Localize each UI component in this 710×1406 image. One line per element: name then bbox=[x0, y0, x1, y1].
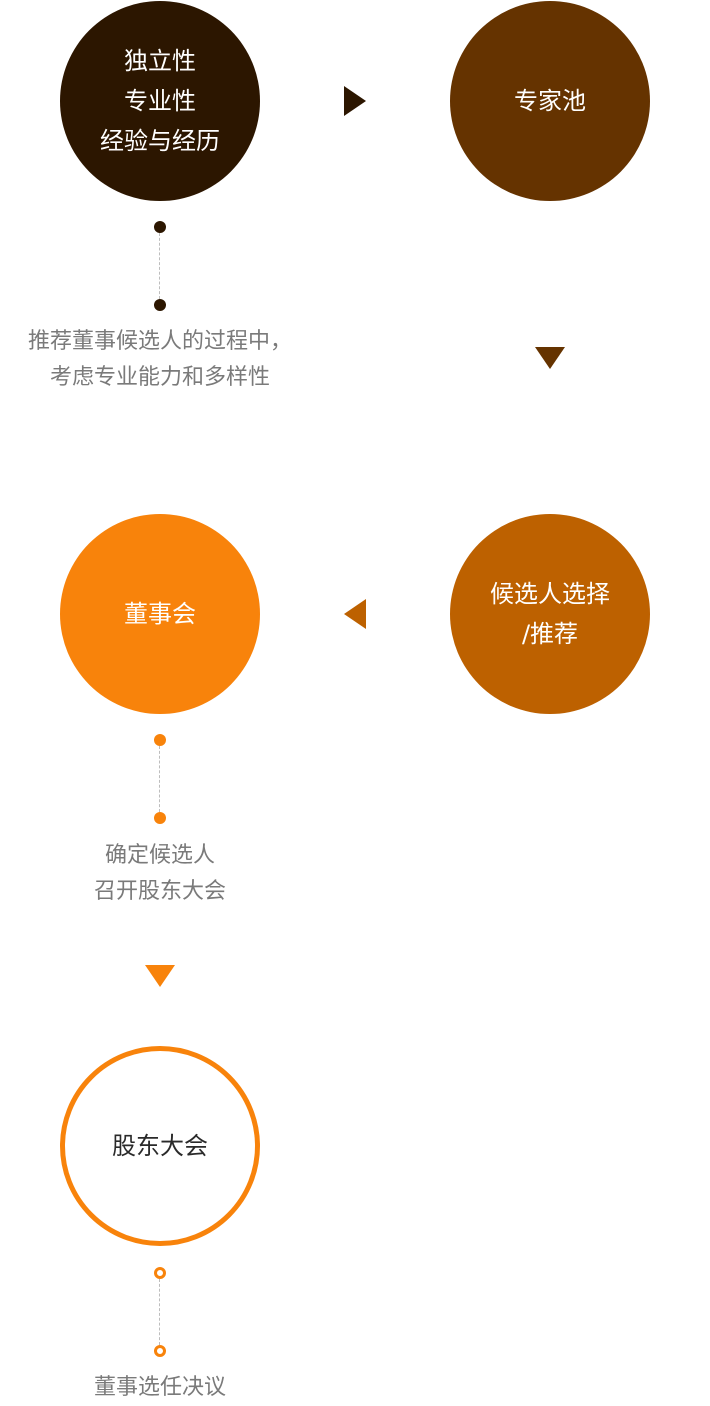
connector-dot bbox=[154, 812, 166, 824]
step-label-line: 专家池 bbox=[514, 87, 586, 115]
step-label-line: 董事会 bbox=[124, 600, 196, 628]
connector-dot bbox=[154, 299, 166, 311]
note-line: 考虑专业能力和多样性 bbox=[49, 365, 270, 390]
connector-dot bbox=[154, 734, 166, 746]
note-line: 推荐董事候选人的过程中， bbox=[27, 329, 292, 354]
connector-dot bbox=[154, 1345, 166, 1357]
note-line: 召开股东大会 bbox=[93, 879, 226, 904]
note-nomination-process: 推荐董事候选人的过程中， 考虑专业能力和多样性 bbox=[0, 324, 320, 396]
step-circle-board: 董事会 bbox=[60, 514, 260, 714]
step-circle-expert-pool: 专家池 bbox=[450, 1, 650, 201]
step-label-line: 股东大会 bbox=[112, 1132, 208, 1160]
step-label-line: 候选人选择 bbox=[490, 580, 610, 608]
connector-dashed-line bbox=[159, 233, 160, 299]
arrow-down-icon bbox=[145, 965, 175, 987]
step-circle-candidate-selection: 候选人选择 /推荐 bbox=[450, 514, 650, 714]
connector-dashed-line bbox=[159, 1279, 160, 1345]
note-confirm-candidates: 确定候选人 召开股东大会 bbox=[40, 838, 280, 910]
step-circle-shareholders-meeting: 股东大会 bbox=[60, 1046, 260, 1246]
arrow-left-icon bbox=[344, 599, 366, 629]
step-label-line: 专业性 bbox=[124, 87, 196, 115]
note-line: 董事选任决议 bbox=[93, 1375, 226, 1400]
step-label-line: 经验与经历 bbox=[100, 127, 220, 155]
step-label-line: /推荐 bbox=[521, 620, 579, 648]
arrow-down-icon bbox=[535, 347, 565, 369]
note-line: 确定候选人 bbox=[104, 843, 215, 868]
connector-dot bbox=[154, 1267, 166, 1279]
note-election-resolution: 董事选任决议 bbox=[40, 1370, 280, 1406]
step-circle-qualifications: 独立性 专业性 经验与经历 bbox=[60, 1, 260, 201]
arrow-right-icon bbox=[344, 86, 366, 116]
connector-dot bbox=[154, 221, 166, 233]
step-label-line: 独立性 bbox=[124, 47, 196, 75]
connector-dashed-line bbox=[159, 746, 160, 812]
